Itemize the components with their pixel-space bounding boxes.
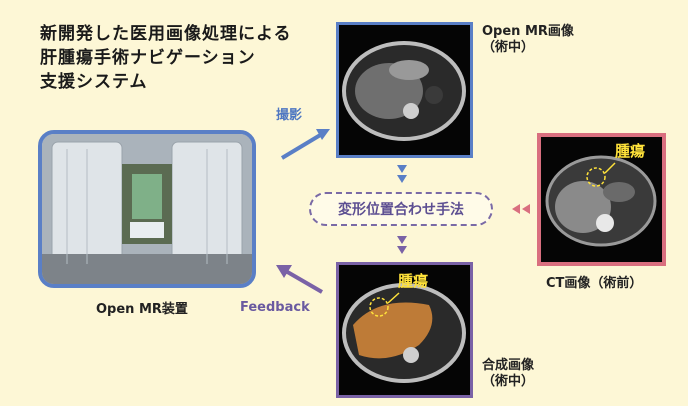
diagram-title: 新開発した医用画像処理による 肝腫瘍手術ナビゲーション 支援システム: [40, 22, 292, 94]
mr-bottom-label-line-1: 合成画像: [482, 358, 535, 373]
composite-tumor-label: 腫瘍: [398, 272, 429, 290]
open-mr-device-image: [38, 130, 256, 288]
device-label: Open MR装置: [96, 302, 188, 317]
mr-top-label-line-1: Open MR画像: [482, 24, 574, 39]
ct-tumor-label: 腫瘍: [615, 142, 646, 160]
mr-bottom-label-line-2: （術中）: [482, 374, 535, 389]
ct-label: CT画像（術前）: [546, 276, 643, 291]
feedback-arrow: [282, 268, 324, 294]
mr-top-label: Open MR画像 （術中）: [482, 24, 574, 56]
left-arrow-1: [512, 204, 520, 214]
composite-intraop-image: [336, 262, 473, 398]
mr-top-label-line-2: （術中）: [482, 40, 535, 55]
down-arrow-4: [397, 246, 407, 254]
capture-arrowhead: [316, 129, 330, 140]
open-mr-intraop-image: [336, 22, 473, 158]
mr-scan-illustration: [339, 25, 470, 155]
left-arrow-2: [522, 204, 530, 214]
method-label: 変形位置合わせ手法: [338, 202, 464, 218]
title-line-3: 支援システム: [40, 72, 148, 92]
down-arrow-1: [397, 165, 407, 173]
title-line-1: 新開発した医用画像処理による: [40, 24, 292, 44]
open-mr-device-illustration: [42, 134, 252, 284]
deformable-registration-box: 変形位置合わせ手法: [309, 192, 493, 226]
capture-label: 撮影: [276, 108, 303, 123]
composite-scan-illustration: [339, 265, 470, 395]
ct-preop-image: [537, 133, 666, 266]
feedback-arrowhead: [276, 265, 292, 278]
capture-arrow: [280, 132, 324, 160]
mr-bottom-label: 合成画像 （術中）: [482, 358, 534, 390]
down-arrow-3: [397, 236, 407, 244]
ct-scan-illustration: [541, 137, 662, 262]
down-arrow-2: [397, 175, 407, 183]
feedback-label: Feedback: [240, 300, 310, 315]
title-line-2: 肝腫瘍手術ナビゲーション: [40, 48, 256, 68]
